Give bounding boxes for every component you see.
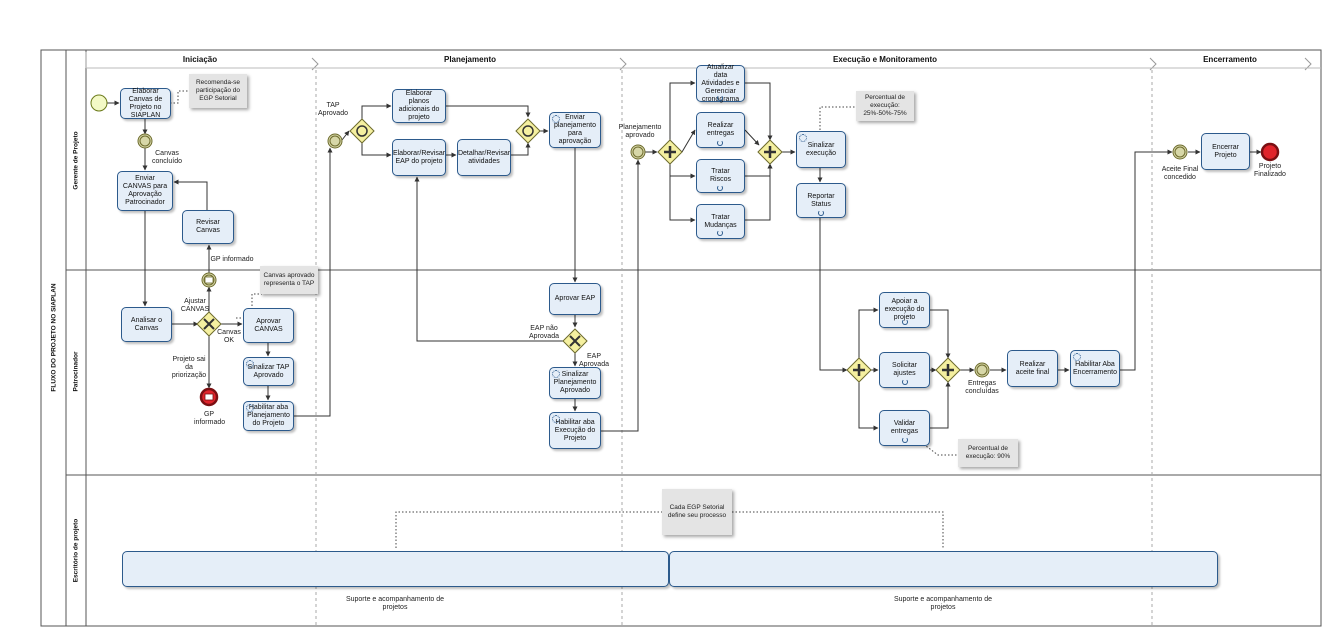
gear-icon: [552, 115, 560, 123]
canvas-decision-gateway[interactable]: [196, 311, 222, 337]
label-entregas-concluidas: Entregas concluídas: [965, 380, 999, 395]
task-enviar-canvas[interactable]: Enviar CANVAS para Aprovação Patrocinado…: [117, 171, 173, 211]
task-apoiar-execucao[interactable]: Apoiar a execução do projeto: [879, 292, 930, 328]
phase-execucao: Execução e Monitoramento: [832, 55, 938, 64]
patrocinador-parallel-join-gateway[interactable]: [935, 357, 961, 383]
subprocess-suporte-2-box[interactable]: [669, 551, 1218, 587]
start-event[interactable]: [90, 94, 108, 112]
execution-parallel-join-gateway[interactable]: [757, 139, 783, 165]
task-elaborar-canvas[interactable]: Elaborar Canvas de Projeto no SIAPLAN: [120, 88, 171, 119]
label-canvas-concluido: Canvas concluído: [152, 150, 182, 165]
lane-label-gerente: Gerente de Projeto: [72, 131, 80, 190]
note-canvas-aprovado: Canvas aprovado representa o TAP: [260, 266, 318, 294]
lane-label-patrocinador: Patrocinador: [72, 351, 80, 392]
task-elaborar-planos[interactable]: Elaborar planos adicionais do projeto: [392, 89, 446, 123]
label-tap-aprovado: TAP Aprovado: [318, 102, 348, 117]
task-aprovar-eap[interactable]: Aprovar EAP: [549, 283, 601, 315]
label-eap-nao-aprovada: EAP não Aprovada: [529, 325, 559, 340]
label-ajustar-canvas: Ajustar CANVAS: [180, 298, 210, 313]
phase-iniciacao: Iniciação: [182, 55, 218, 64]
gear-icon: [799, 134, 807, 142]
eap-decision-gateway[interactable]: [562, 328, 588, 354]
gear-icon: [246, 404, 254, 412]
label-planejamento-aprovado: Planejamento aprovado: [618, 124, 662, 139]
task-encerrar-projeto[interactable]: Encerrar Projeto: [1201, 133, 1250, 170]
label-projeto-finalizado: Projeto Finalizado: [1254, 163, 1286, 178]
label-canvas-ok: Canvas OK: [217, 329, 241, 344]
projeto-finalizado-end-event[interactable]: [1260, 142, 1280, 162]
note-percentual-90: Percentual de execução: 90%: [958, 439, 1018, 467]
gear-icon: [1073, 353, 1081, 361]
label-aceite-final: Aceite Final concedido: [1161, 166, 1199, 181]
execution-parallel-split-gateway[interactable]: [657, 139, 683, 165]
task-analisar-canvas[interactable]: Analisar o Canvas: [121, 307, 172, 342]
gear-icon: [246, 360, 254, 368]
subprocess-suporte-2-label: Suporte e acompanhamento de projetos: [893, 596, 993, 611]
phase-encerramento: Encerramento: [1203, 55, 1257, 64]
gear-icon: [552, 370, 560, 378]
sequence-flows: [107, 80, 1262, 432]
gateways: [196, 118, 961, 383]
label-gp-informado-end: GP informado: [194, 411, 226, 426]
note-cada-egp: Cada EGP Setorial define seu processo: [662, 489, 732, 535]
loop-icon: [717, 95, 723, 101]
loop-icon: [902, 437, 908, 443]
task-aprovar-canvas[interactable]: Aprovar CANVAS: [243, 308, 294, 343]
loop-icon: [717, 140, 723, 146]
loop-icon: [717, 230, 723, 236]
patrocinador-parallel-split-gateway[interactable]: [846, 357, 872, 383]
planning-inclusive-gateway[interactable]: [515, 118, 541, 144]
task-revisar-canvas[interactable]: Revisar Canvas: [182, 210, 234, 244]
label-eap-aprovada: EAP Aprovada: [579, 353, 609, 368]
task-elaborar-eap[interactable]: Elaborar/Revisar EAP do projeto: [392, 139, 446, 176]
subprocess-suporte-1-box[interactable]: [122, 551, 669, 587]
intermediate-events: [137, 133, 1188, 378]
phase-planejamento: Planejamento: [443, 55, 496, 64]
label-projeto-sai: Projeto sai da priorização: [171, 356, 207, 379]
pool: [40, 49, 1322, 627]
subprocess-suporte-1-label: Suporte e acompanhamento de projetos: [345, 596, 445, 611]
task-detalhar-atividades[interactable]: Detalhar/Revisar atividades: [457, 139, 511, 176]
pool-title: FLUXO DO PROJETO NO SIAPLAN: [50, 283, 58, 392]
loop-icon: [717, 185, 723, 191]
task-enviar-planejamento[interactable]: Enviar planejamento para aprovação: [549, 112, 601, 148]
gear-icon: [552, 415, 560, 423]
note-recomenda: Recomenda-se participação do EGP Setoria…: [189, 74, 247, 108]
note-percentual-25: Percentual de execução: 25%-50%-75%: [856, 91, 914, 121]
loop-icon: [902, 319, 908, 325]
loop-icon: [902, 379, 908, 385]
label-gp-informado-msg: GP informado: [210, 256, 254, 263]
task-realizar-entregas[interactable]: Realizar entregas: [696, 112, 745, 148]
loop-icon: [818, 210, 824, 216]
tap-inclusive-gateway[interactable]: [349, 118, 375, 144]
lane-label-escritorio: Escritório de projeto: [72, 518, 80, 583]
task-realizar-aceite-final[interactable]: Realizar aceite final: [1007, 350, 1058, 387]
